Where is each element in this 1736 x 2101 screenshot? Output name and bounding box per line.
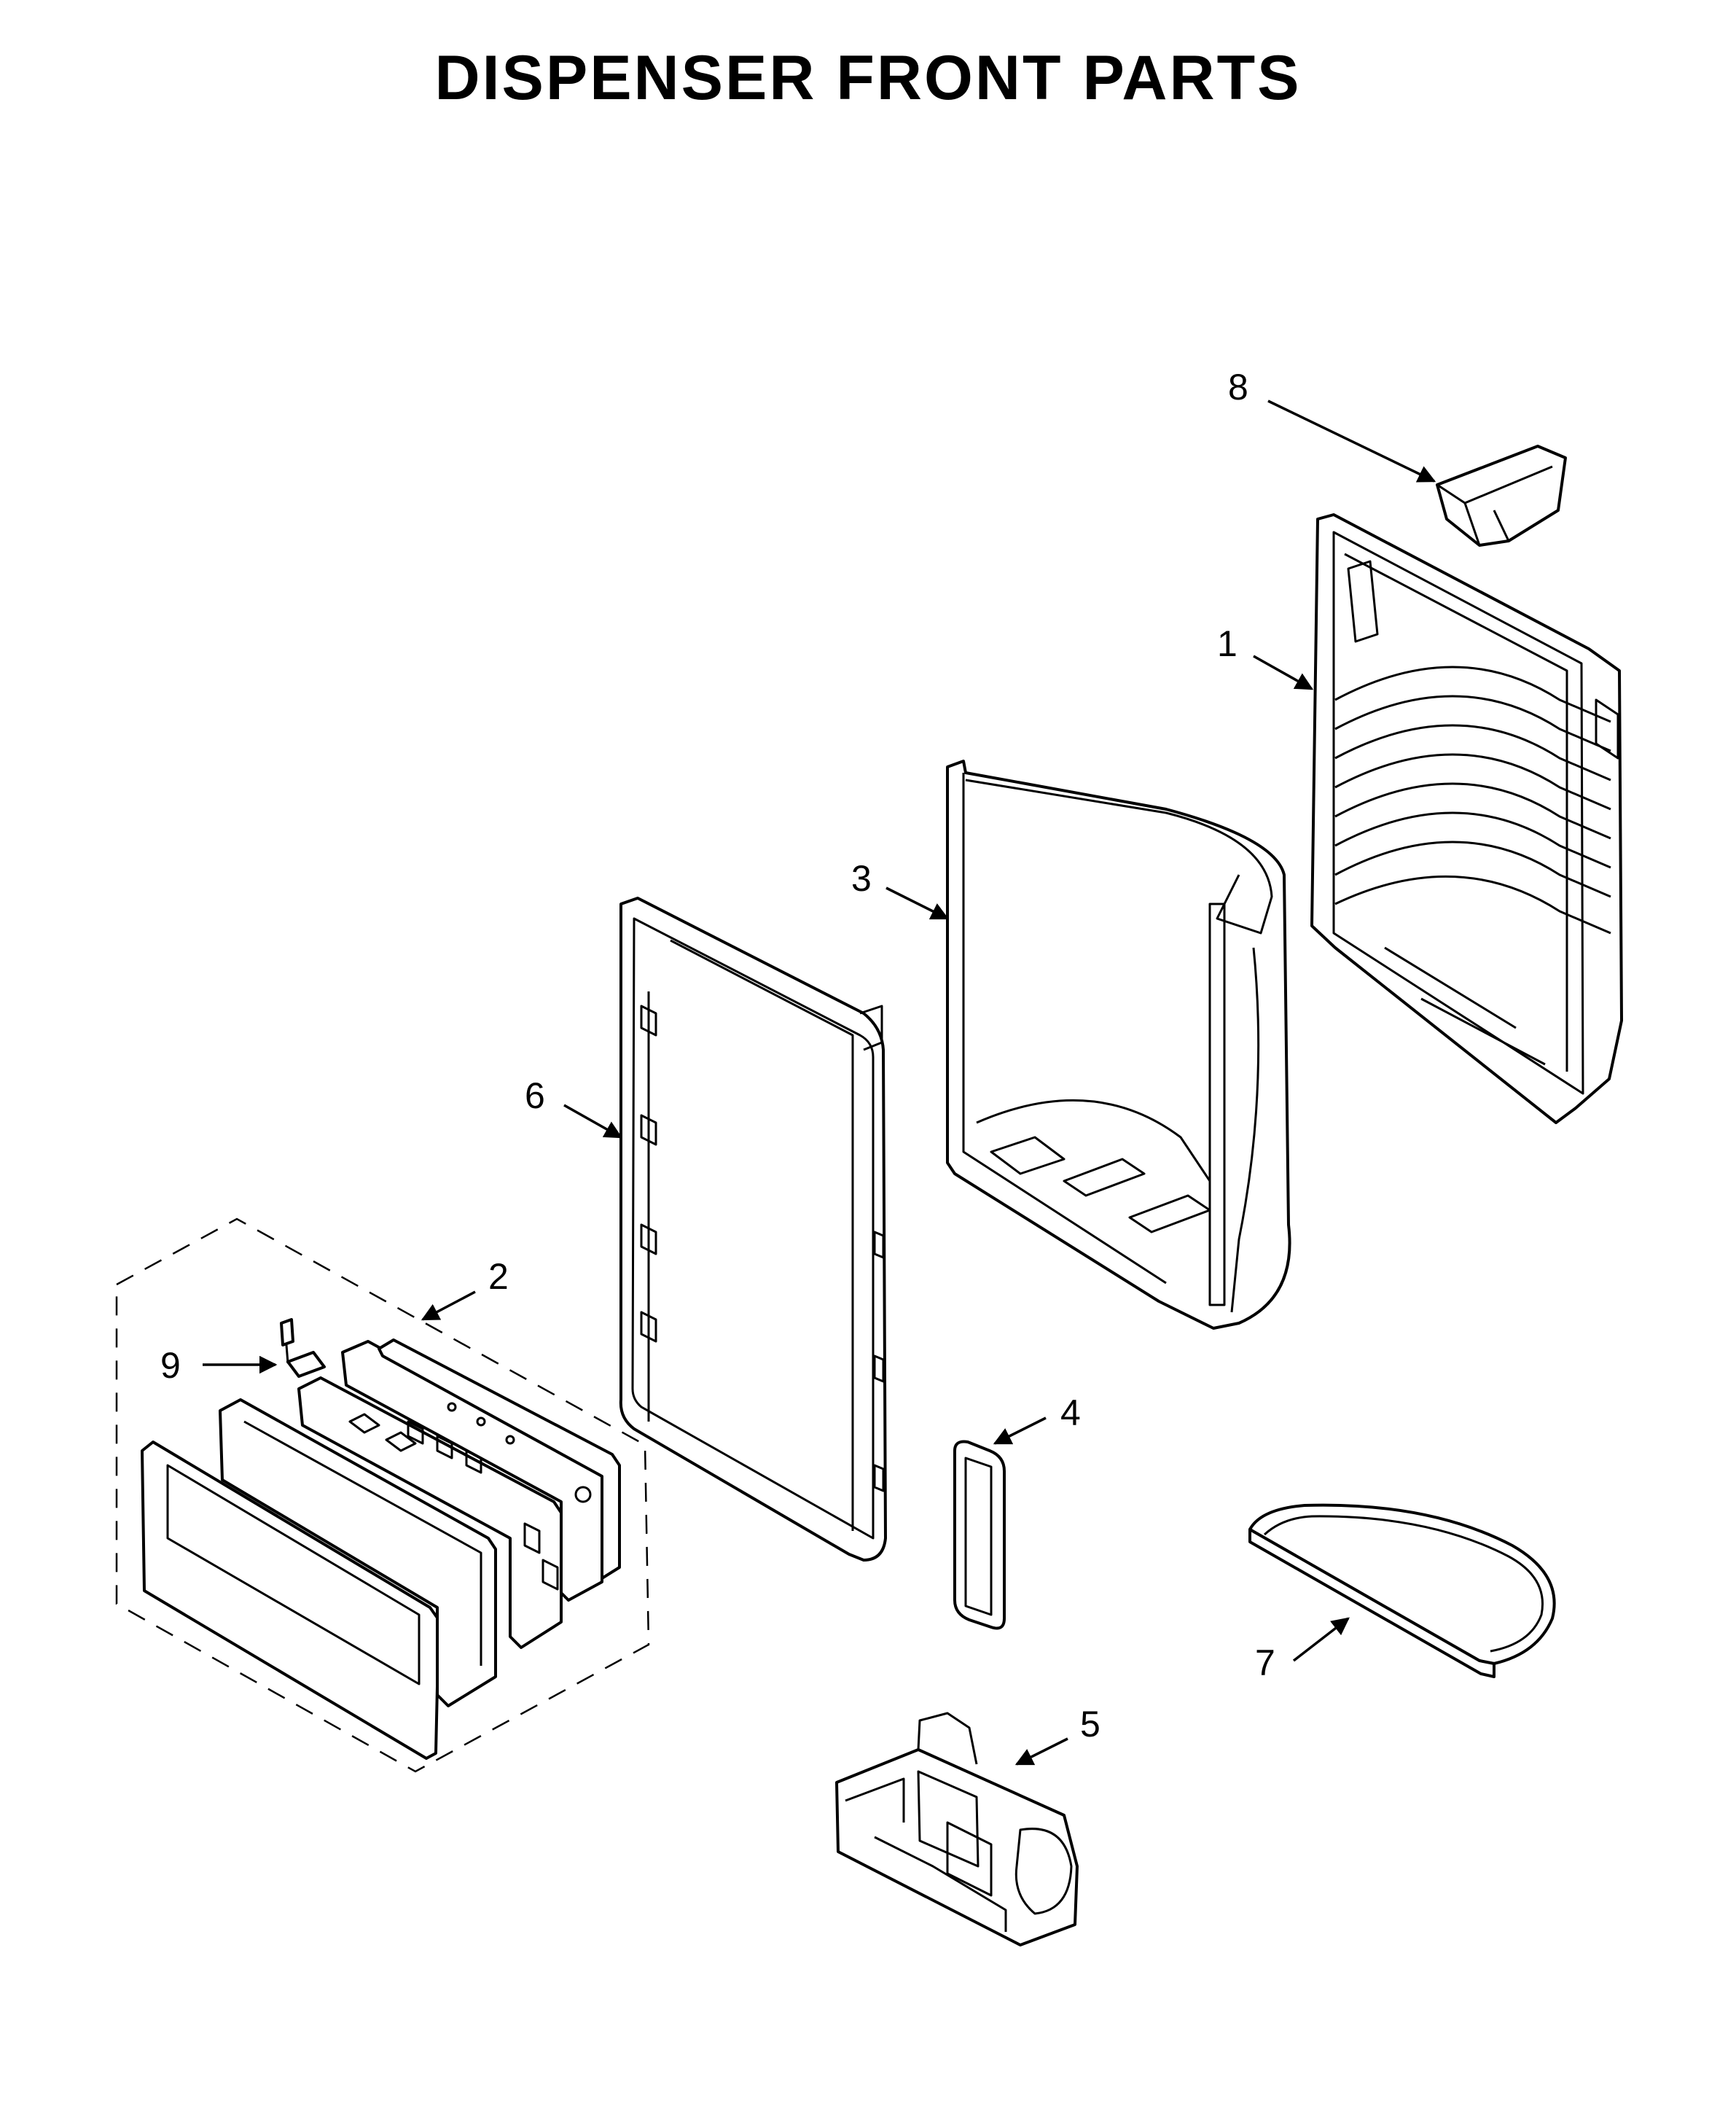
diagram-title: DISPENSER FRONT PARTS [434,43,1302,113]
part-2-control-assembly[interactable] [115,1217,650,1773]
leader-7 [1292,1617,1350,1662]
leader-4 [993,1416,1047,1445]
leader-lines [203,399,1436,1766]
callout-5: 5 [1080,1704,1100,1745]
leader-8 [1267,399,1436,483]
callout-2: 2 [488,1256,509,1297]
callout-labels: 8 1 3 6 2 9 4 7 5 [160,367,1275,1745]
callout-9: 9 [160,1345,181,1386]
board-components [348,1402,592,1591]
callout-4: 4 [1060,1392,1081,1433]
part-8-cup[interactable] [1436,445,1567,547]
part-4-pad[interactable] [953,1440,1006,1630]
housing-ribs [1334,666,1611,935]
leader-5 [1014,1737,1068,1766]
leader-1 [1253,655,1314,690]
leader-2 [421,1290,476,1321]
part-5-actuator[interactable] [835,1712,1079,1946]
callout-6: 6 [525,1075,545,1116]
callout-1: 1 [1217,623,1238,664]
callout-3: 3 [851,858,872,899]
callout-7: 7 [1255,1642,1275,1683]
part-3-inner-liner[interactable] [946,760,1291,1330]
part-7-tray[interactable] [1248,1503,1556,1678]
leader-3 [885,886,950,920]
leader-6 [563,1104,623,1139]
part-9-connector[interactable] [280,1318,326,1378]
callout-8: 8 [1228,367,1248,408]
part-6-front-frame[interactable] [619,897,887,1562]
part-1-rear-housing[interactable] [1310,513,1623,1124]
